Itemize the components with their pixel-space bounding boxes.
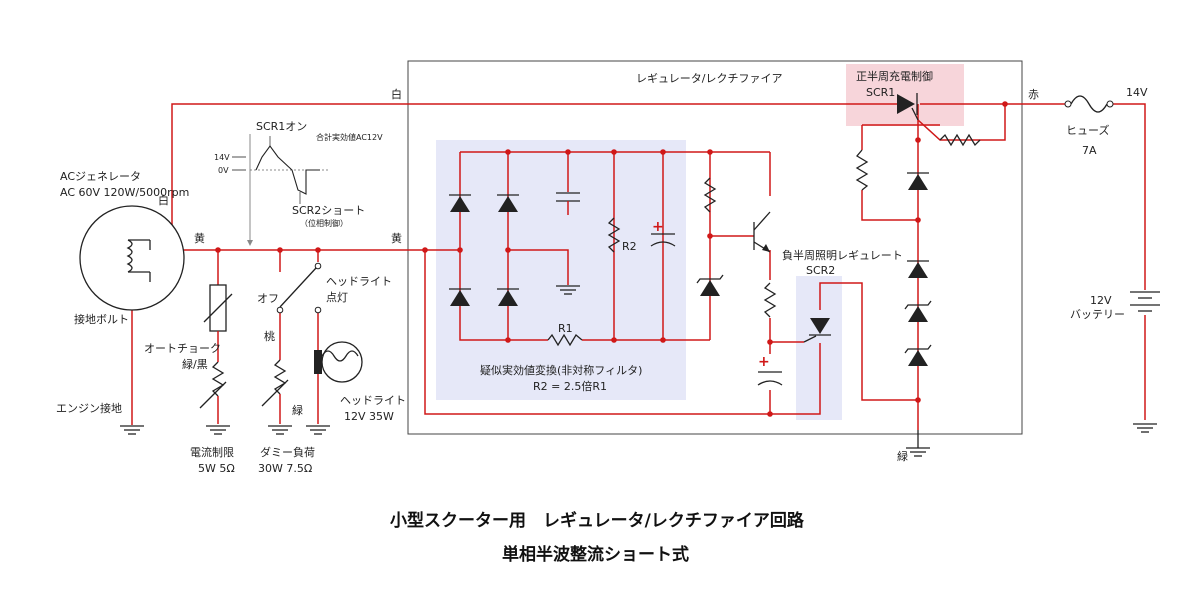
- resistor-r1: [547, 333, 583, 347]
- battery-icon: [1130, 291, 1160, 312]
- fuse-rating: 7A: [1082, 144, 1097, 157]
- wave-14v-label: 14V: [214, 153, 230, 162]
- fuse-label: ヒューズ: [1066, 123, 1109, 137]
- battery-voltage: 12V: [1090, 294, 1112, 307]
- stack-zener-1: [904, 300, 932, 322]
- diagram-subtitle: 単相半波整流ショート式: [502, 544, 689, 565]
- green-light-label: 緑: [292, 403, 303, 417]
- white-gen-label: 白: [158, 193, 169, 207]
- scr1-label: SCR1: [866, 86, 895, 99]
- resistor-transistor-base: [703, 177, 717, 213]
- resistor-scr1-gate: [939, 133, 981, 147]
- current-limit-label: 電流制限: [190, 445, 234, 459]
- scr2-highlight: [796, 276, 842, 420]
- pink-wire-label: 桃: [264, 329, 275, 343]
- wave-scr1-label: SCR1オン: [256, 120, 307, 133]
- headlight-spec: 12V 35W: [344, 410, 394, 423]
- dummy-ground-icon: [268, 425, 292, 435]
- switch-off-label: オフ: [257, 292, 279, 305]
- waveform-sketch: [232, 134, 330, 246]
- scr2-thyristor: [803, 318, 831, 343]
- dummy-load-label: ダミー負荷: [260, 445, 315, 459]
- engine-ground-label: エンジン接地: [56, 402, 122, 415]
- scr1-highlight: [846, 64, 964, 126]
- svg-text:+: +: [652, 219, 664, 235]
- capacitor-lower: +: [757, 354, 783, 386]
- dummy-load-resistor: [261, 359, 289, 424]
- red-wire-label: 赤: [1028, 88, 1039, 101]
- current-limit-spec: 5W 5Ω: [198, 462, 235, 475]
- output-ground-icon: [906, 430, 930, 457]
- battery-ground-icon: [1133, 423, 1157, 433]
- bridge-diode-2: [497, 194, 519, 212]
- svg-text:+: +: [758, 354, 770, 370]
- filter-highlight: [436, 140, 686, 400]
- labels: レギュレータ/レクチファイア 正半周充電制御 SCR1 負半周照明レギュレート …: [56, 69, 1148, 565]
- bridge-diode-4: [497, 288, 519, 306]
- headlight-label: ヘッドライト: [340, 394, 406, 407]
- yellow-wire-label-2: 黄: [391, 231, 402, 245]
- electrolytic-capacitor: +: [650, 219, 676, 247]
- scr1-box-label: 正半周充電制御: [856, 69, 933, 83]
- zener-diode: [696, 274, 724, 296]
- headlight-on-label: ヘッドライト: [326, 275, 392, 288]
- wave-scr2-sub: （位相制御）: [300, 218, 348, 228]
- scr2-label: SCR2: [806, 264, 835, 277]
- regulator-box: [407, 60, 1023, 435]
- stack-diode-1: [907, 172, 929, 190]
- headlight-switch: [276, 262, 322, 314]
- transistor: [753, 211, 771, 253]
- auto-choke-icon: [199, 284, 233, 424]
- headlight-ground-icon: [306, 425, 330, 435]
- choke-label: オートチョーク: [144, 342, 221, 355]
- wave-total-label: 合計実効値AC12V: [316, 132, 383, 142]
- r2-label: R2: [622, 240, 637, 253]
- scr1-thyristor: [897, 93, 919, 121]
- voltage-14v-label: 14V: [1126, 86, 1148, 99]
- choke-ground-icon: [206, 425, 230, 435]
- resistor-scr1-side: [855, 149, 869, 191]
- wave-scr2-label: SCR2ショート: [292, 204, 365, 217]
- diagram-title: 小型スクーター用 レギュレータ/レクチファイア回路: [390, 510, 805, 531]
- box-title: レギュレータ/レクチファイア: [636, 72, 783, 85]
- ground-bolt-label: 接地ボルト: [74, 313, 129, 326]
- engine-ground-icon: [120, 425, 144, 435]
- filter-ground-icon: [556, 285, 580, 295]
- bridge-diode-3: [449, 288, 471, 306]
- capacitor-filter: [556, 192, 580, 215]
- battery-label: バッテリー: [1070, 308, 1125, 321]
- scr2-box-label: 負半周照明レギュレート: [782, 248, 903, 262]
- ac-generator-icon: [79, 205, 185, 311]
- bridge-diode-1: [449, 194, 471, 212]
- white-wire-label: 白: [391, 87, 402, 101]
- stack-zener-2: [904, 344, 932, 366]
- yellow-wire-label-1: 黄: [194, 231, 205, 245]
- generator-spec: AC 60V 120W/5000rpm: [60, 186, 189, 199]
- filter-label: 疑似実効値変換(非対称フィルタ): [480, 363, 642, 377]
- wave-0v-label: 0V: [218, 166, 229, 175]
- resistor-r2: [607, 217, 621, 253]
- headlight-on-label-2: 点灯: [326, 291, 348, 304]
- dummy-load-spec: 30W 7.5Ω: [258, 462, 312, 475]
- choke-color-label: 緑/黒: [182, 357, 208, 371]
- resistor-emitter: [763, 282, 777, 318]
- generator-label: ACジェネレータ: [60, 170, 141, 183]
- r1-label: R1: [558, 322, 573, 335]
- headlight-icon: [314, 341, 363, 424]
- fuse-icon: [1064, 95, 1114, 113]
- stack-diode-2: [907, 260, 929, 278]
- green-output-label: 緑: [897, 449, 908, 463]
- filter-equation: R2 = 2.5倍R1: [533, 379, 607, 393]
